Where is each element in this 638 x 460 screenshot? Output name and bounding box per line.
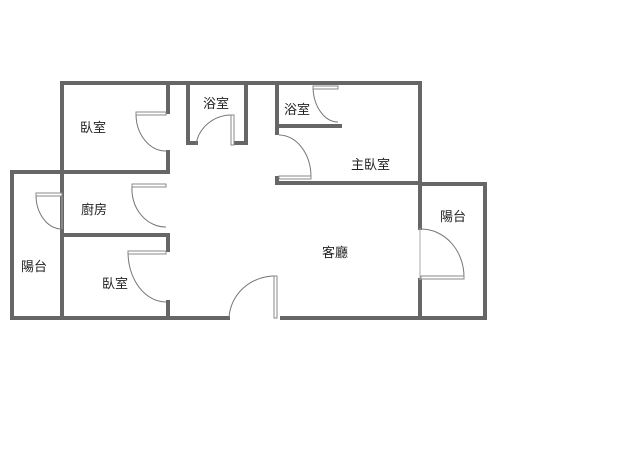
room-label-balcony-left: 陽台 [21,260,48,275]
door-bathroom1[interactable] [195,114,235,146]
room-label-master-bedroom: 主臥室 [351,158,391,173]
door-bedroom1[interactable] [135,111,167,152]
room-label-kitchen: 廚房 [81,203,108,218]
room-label-bedroom-2: 臥室 [102,277,129,292]
room-label-living-room: 客廳 [322,246,349,261]
room-label-balcony-right: 陽台 [440,210,467,225]
doors [35,85,465,319]
door-kitchen-balcony[interactable] [35,192,63,230]
door-bedroom2[interactable] [127,250,167,303]
room-label-bathroom-1: 浴室 [203,97,230,112]
room-label-bedroom-1: 臥室 [80,121,107,136]
door-entrance[interactable] [228,275,278,319]
walls [10,81,487,320]
room-label-bathroom-2: 浴室 [284,103,311,118]
door-master-bedroom[interactable] [278,134,312,180]
door-balcony-right[interactable] [420,228,465,280]
door-kitchen[interactable] [131,183,167,228]
door-bathroom2[interactable] [312,85,339,123]
